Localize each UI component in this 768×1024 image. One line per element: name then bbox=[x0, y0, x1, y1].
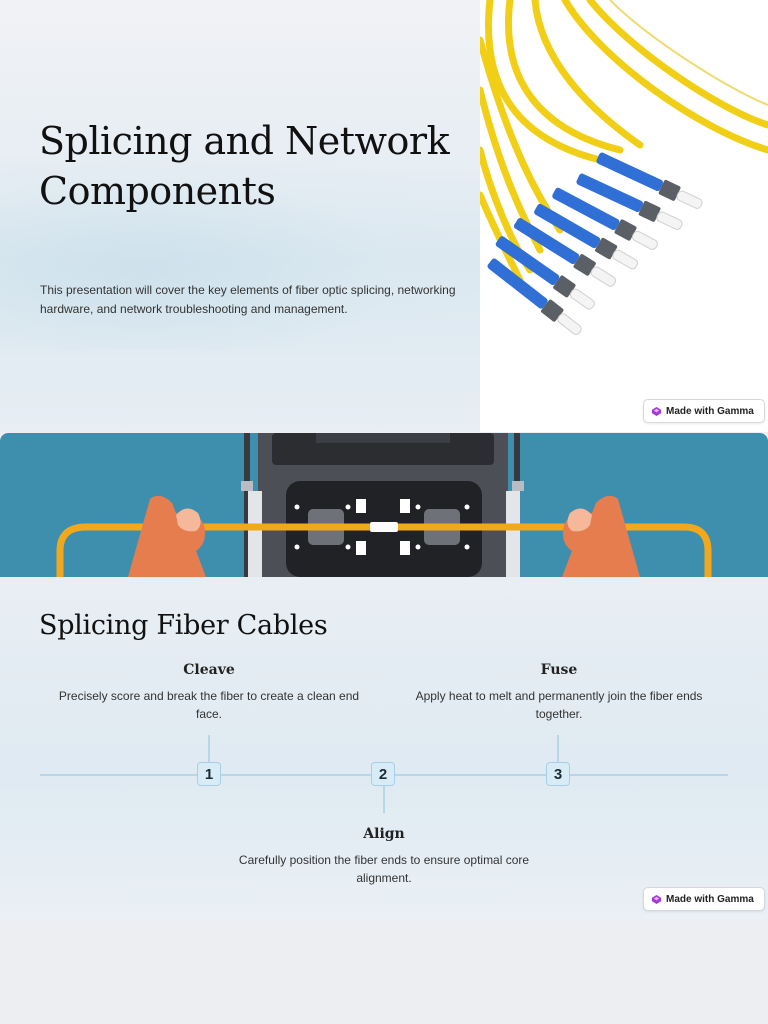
step-text-align: Carefully position the fiber ends to ens… bbox=[238, 853, 530, 885]
timeline-connector bbox=[383, 785, 385, 813]
fusion-splicer-illustration bbox=[0, 433, 768, 577]
slide-splicing: Splicing Fiber Cables Cleave Precisely s… bbox=[0, 433, 768, 921]
step-text-cleave: Precisely score and break the fiber to c… bbox=[58, 689, 360, 721]
fiber-cable-illustration bbox=[480, 0, 768, 336]
background-haze bbox=[0, 150, 480, 350]
timeline-step-1: 1 bbox=[197, 762, 221, 786]
timeline-step-3: 3 bbox=[546, 762, 570, 786]
step-heading-fuse: Fuse bbox=[540, 662, 578, 678]
timeline-step-2: 2 bbox=[371, 762, 395, 786]
fiber-patch-cables-image bbox=[480, 0, 768, 432]
slide-title-heading: Splicing and Network Components bbox=[39, 119, 450, 213]
slide-description: This presentation will cover the key ele… bbox=[40, 283, 456, 316]
timeline-connector bbox=[208, 735, 210, 763]
step-heading-cleave: Cleave bbox=[183, 662, 235, 678]
step-heading-align: Align bbox=[363, 826, 405, 842]
timeline-connector bbox=[557, 735, 559, 763]
gamma-logo-icon bbox=[652, 894, 661, 904]
badge-label: Made with Gamma bbox=[666, 405, 754, 417]
badge-label: Made with Gamma bbox=[666, 893, 754, 905]
slide-title: Splicing and Network Components This pre… bbox=[0, 0, 768, 432]
step-text-fuse: Apply heat to melt and permanently join … bbox=[415, 689, 703, 721]
made-with-gamma-badge[interactable]: Made with Gamma bbox=[643, 399, 765, 423]
gamma-logo-icon bbox=[652, 406, 661, 416]
made-with-gamma-badge[interactable]: Made with Gamma bbox=[643, 887, 765, 911]
splicer-drawing bbox=[56, 433, 712, 577]
section-heading: Splicing Fiber Cables bbox=[39, 610, 328, 641]
